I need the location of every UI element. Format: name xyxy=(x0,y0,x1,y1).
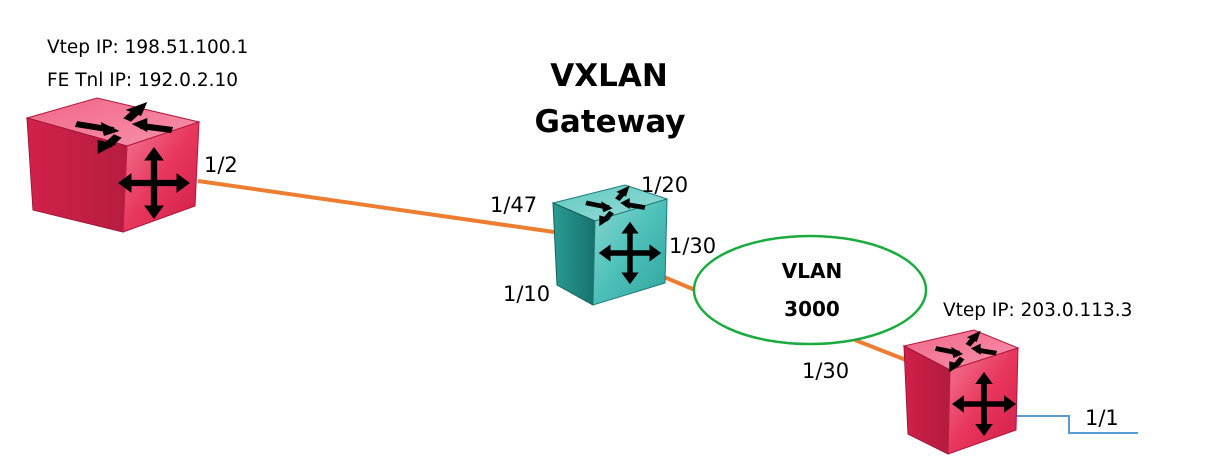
vlan-label: VLAN xyxy=(782,259,842,283)
gateway-title-line1: VXLAN xyxy=(550,58,668,94)
gateway-switch-icon[interactable] xyxy=(551,185,669,306)
link-left-to-gateway xyxy=(197,179,555,234)
vlan-3000-cloud xyxy=(692,234,928,346)
right-vlan-port-label: 1/30 xyxy=(802,359,849,383)
link-vlan-to-right-switch xyxy=(854,338,907,362)
left-port-label: 1/2 xyxy=(204,153,238,177)
right-vtep-ip-label: Vtep IP: 203.0.113.3 xyxy=(943,300,1132,321)
left-switch-icon[interactable] xyxy=(25,98,201,233)
right-access-port-label: 1/1 xyxy=(1085,406,1119,430)
left-fe-tnl-ip-label: FE Tnl IP: 192.0.2.10 xyxy=(47,70,238,91)
link-gateway-to-vlan xyxy=(663,275,696,292)
gateway-port-uplink-label: 1/47 xyxy=(490,193,537,217)
access-link-1-1 xyxy=(1015,415,1138,434)
left-vtep-ip-label: Vtep IP: 198.51.100.1 xyxy=(47,37,248,58)
gateway-port-bottom-label: 1/10 xyxy=(503,282,550,306)
vlan-id-label: 3000 xyxy=(784,297,840,321)
gateway-port-top-label: 1/20 xyxy=(641,173,688,197)
gateway-port-right-label: 1/30 xyxy=(669,234,716,258)
right-switch-icon[interactable] xyxy=(902,330,1020,455)
gateway-title-line2: Gateway xyxy=(534,104,685,140)
